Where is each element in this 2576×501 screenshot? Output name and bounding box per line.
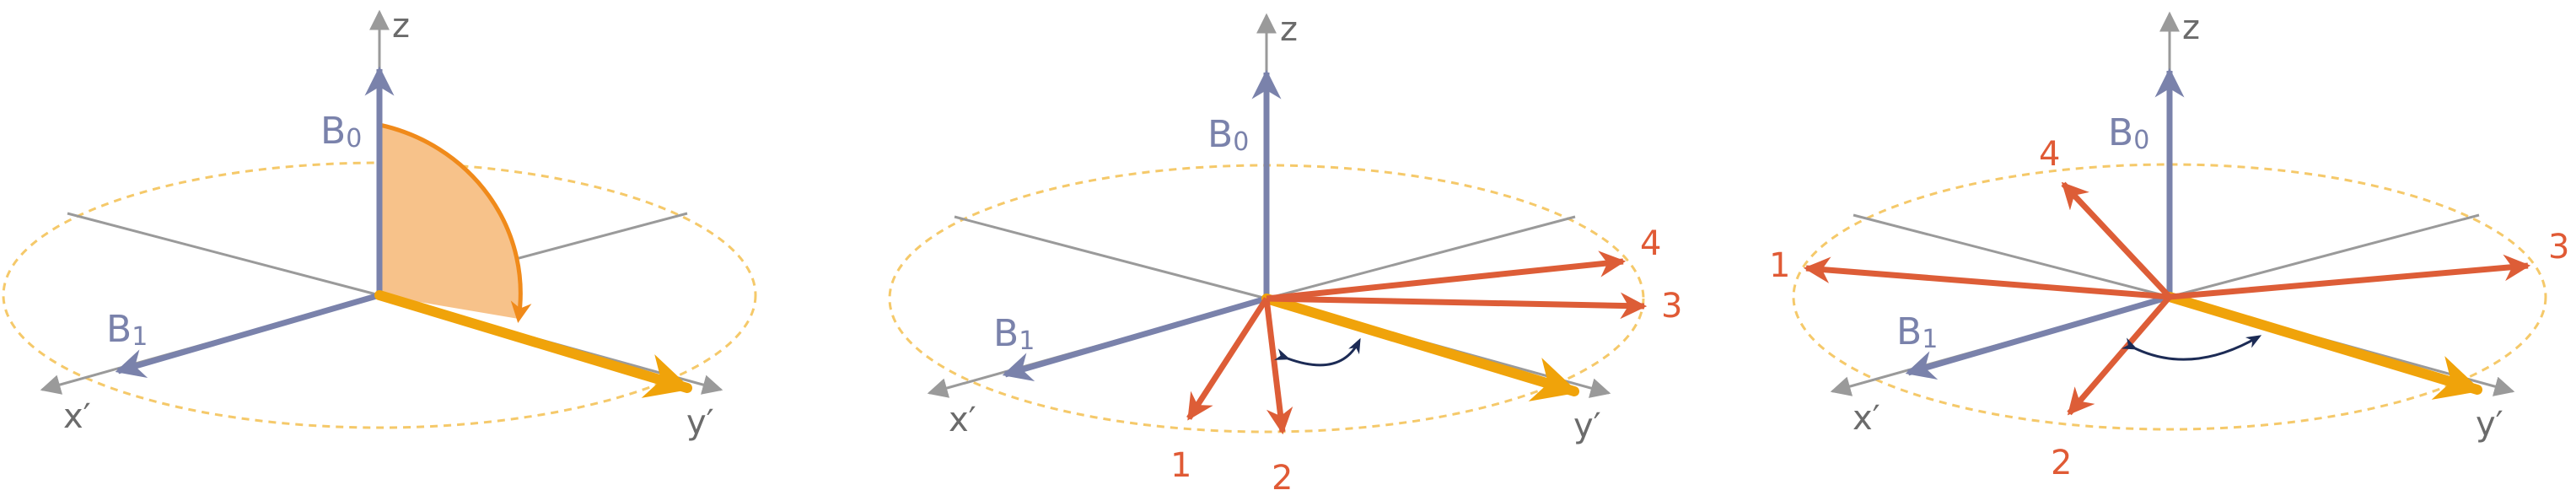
panel-1: z x′ y′ B0 B1 [2,7,757,442]
magnetization-vector [374,290,692,398]
spin-label-1: 1 [1170,446,1191,485]
x-axis-back [1853,213,2170,299]
magnetization-vector [2165,292,2482,400]
spin-label-4: 4 [1640,224,1661,263]
b1-vector [115,292,380,379]
b1-vector [1905,294,2170,380]
spin-vector-4 [2061,181,2172,299]
x-axis-back [954,215,1267,300]
panel-2: z x′ y′ B0 B1 1 2 3 4 [888,10,1682,498]
y-axis-label: y′ [686,403,714,442]
rotation-arrow [2121,335,2262,361]
precession-ellipse [2,161,757,429]
spin-vector-3 [2169,254,2531,300]
tip-angle-wedge [379,125,521,319]
spin-label-3: 3 [1661,287,1682,326]
spin-label-3: 3 [2548,228,2569,267]
z-axis-label: z [1280,10,1298,49]
y-axis-label: y′ [2476,405,2503,444]
y-axis-label: y′ [1573,407,1601,445]
z-axis-label: z [392,7,410,46]
b1-label: B1 [106,308,148,352]
rotation-arrow [1274,337,1361,367]
tip-angle-arc [379,122,532,323]
y-axis-back [2169,213,2480,299]
spin-vector-3 [1266,292,1648,320]
x-axis-label: x′ [949,401,976,439]
spin-label-4: 4 [2039,135,2060,174]
b1-vector [1002,295,1267,382]
spin-label-2: 2 [2051,444,2072,482]
spin-label-2: 2 [1272,459,1293,498]
b1-label: B1 [993,312,1035,356]
spin-vector-2 [1263,298,1293,435]
b0-label: B0 [320,110,362,154]
spin-vector-2 [2067,294,2172,416]
spin-label-1: 1 [1769,246,1790,285]
x-axis-label: x′ [1853,399,1880,438]
magnetization-vector [1261,294,1579,401]
spin-vector-1 [1186,297,1269,421]
spin-vector-1 [1803,256,2170,300]
x-axis-label: x′ [63,397,91,436]
b0-label: B0 [1207,113,1249,157]
precession-ellipse [1792,163,2547,431]
panel-3: z x′ y′ B0 B1 1 2 3 4 [1769,8,2569,482]
z-axis-label: z [2182,8,2200,47]
x-axis-back [67,212,380,297]
y-axis-back [1266,215,1576,300]
spin-vector-4 [1266,250,1627,302]
b1-label: B1 [1896,310,1938,354]
b0-label: B0 [2108,111,2149,155]
